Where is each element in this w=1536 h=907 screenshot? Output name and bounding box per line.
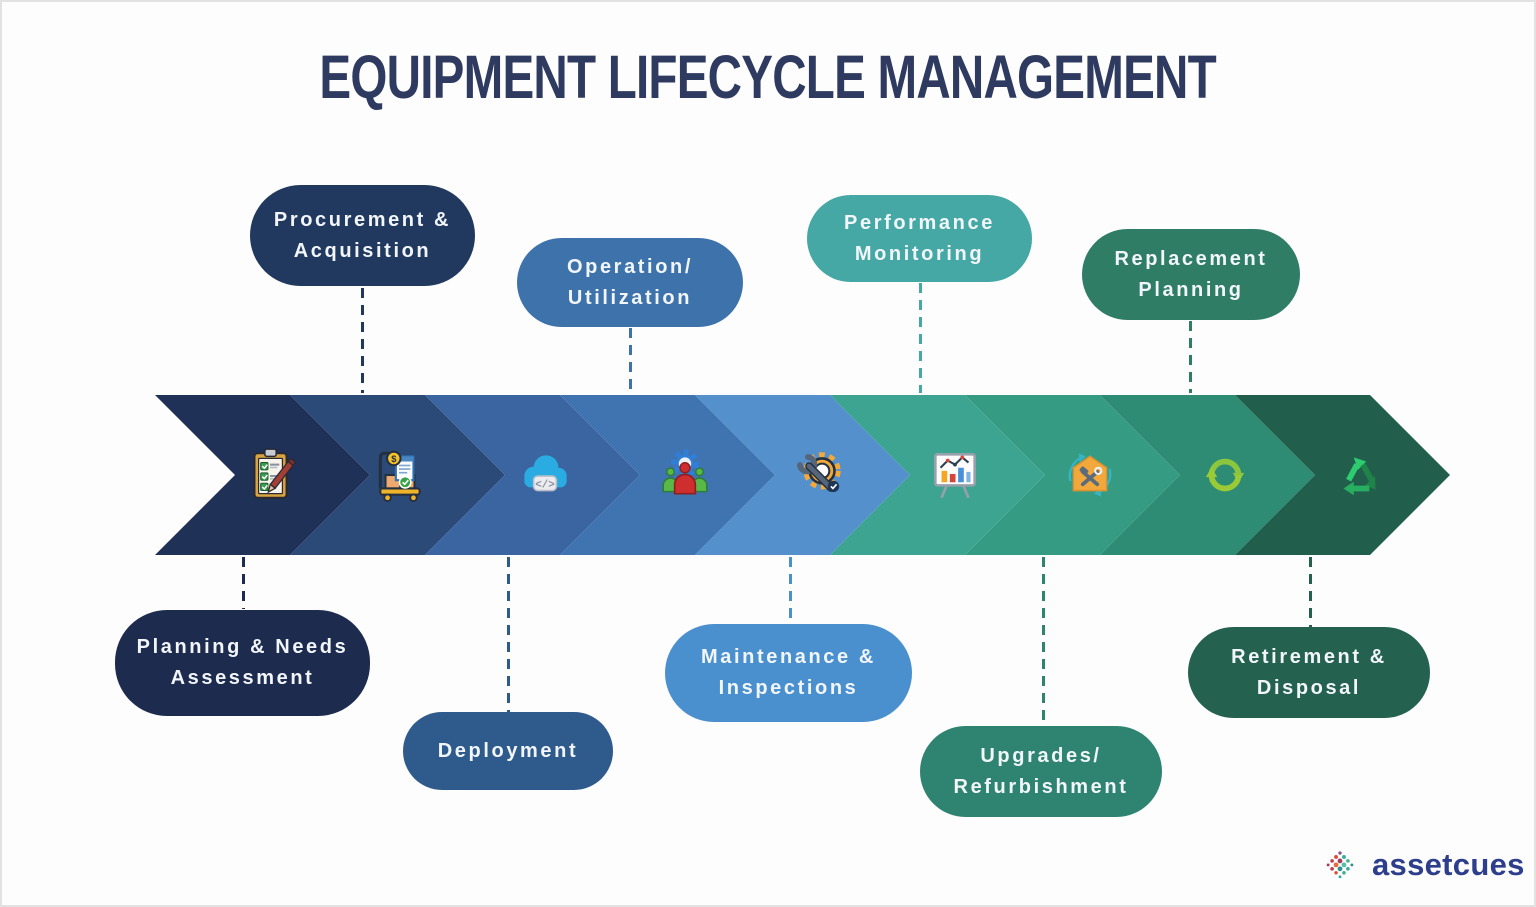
connector-maintenance xyxy=(789,557,792,623)
svg-text:</>: </> xyxy=(535,479,555,491)
stage-pill-line: Maintenance & xyxy=(701,646,876,668)
stage-pill-line: Disposal xyxy=(1256,676,1362,699)
stage-pill-line: Inspections xyxy=(718,677,859,699)
stage-pill-deployment: Deployment xyxy=(403,712,613,790)
connector-deployment xyxy=(507,557,510,712)
stage-pill-line: Procurement & xyxy=(273,208,452,231)
stage-pill-line: Refurbishment xyxy=(953,775,1129,798)
wrench-gear-icon xyxy=(791,446,849,504)
svg-text:$: $ xyxy=(391,454,397,464)
stage-pill-performance: Performance Monitoring xyxy=(807,195,1032,282)
analytics-board-icon xyxy=(926,446,984,504)
stage-pill-line: Planning xyxy=(1138,278,1244,301)
connector-upgrades xyxy=(1042,557,1045,726)
stage-pill-upgrades: Upgrades/ Refurbishment xyxy=(920,726,1162,817)
stage-pill-planning: Planning & Needs Assessment xyxy=(115,610,370,716)
connector-operation xyxy=(629,328,632,393)
page-title-text: EQUIPMENT LIFECYCLE MANAGEMENT xyxy=(319,43,1217,111)
refresh-arrows-icon xyxy=(1196,446,1254,504)
page-title: EQUIPMENT LIFECYCLE MANAGEMENT xyxy=(0,42,1536,112)
stage-pill-line: Assessment xyxy=(170,667,315,689)
connector-planning xyxy=(242,557,245,609)
stage-pill-line: Replacement xyxy=(1114,247,1268,270)
assetcues-logo-text: assetcues xyxy=(1372,847,1525,882)
connector-performance xyxy=(919,283,922,393)
stage-pill-replacement: Replacement Planning xyxy=(1082,229,1300,320)
stage-pill-retirement: Retirement & Disposal xyxy=(1188,627,1430,718)
stage-pill-line: Performance xyxy=(844,211,995,234)
supply-cart-icon: $ xyxy=(371,446,429,504)
stage-pill-line: Acquisition xyxy=(293,239,432,262)
stage-pill-line: Retirement & xyxy=(1231,645,1387,668)
recycle-icon xyxy=(1331,446,1389,504)
stage-pill-line: Upgrades/ xyxy=(980,744,1102,767)
stage-pill-procurement: Procurement & Acquisition xyxy=(250,185,475,286)
connector-replacement xyxy=(1189,321,1192,393)
stage-pill-maintenance: Maintenance & Inspections xyxy=(665,624,912,722)
house-tools-icon xyxy=(1061,446,1119,504)
cloud-code-icon: </> xyxy=(516,446,574,504)
assetcues-logo-mark-icon xyxy=(1326,851,1354,879)
stage-pill-line: Planning & Needs xyxy=(136,636,349,658)
team-gear-icon xyxy=(656,446,714,504)
assetcues-logo: assetcues xyxy=(1316,845,1525,885)
stage-pill-line: Operation/ xyxy=(566,255,693,278)
stage-pill-line: Deployment xyxy=(437,739,579,762)
connector-procurement xyxy=(361,288,364,393)
stage-pill-line: Utilization xyxy=(567,286,693,309)
stage-pill-operation: Operation/ Utilization xyxy=(517,238,743,327)
connector-retirement xyxy=(1309,557,1312,627)
clipboard-checklist-icon xyxy=(241,446,299,504)
stage-pill-line: Monitoring xyxy=(854,242,985,265)
